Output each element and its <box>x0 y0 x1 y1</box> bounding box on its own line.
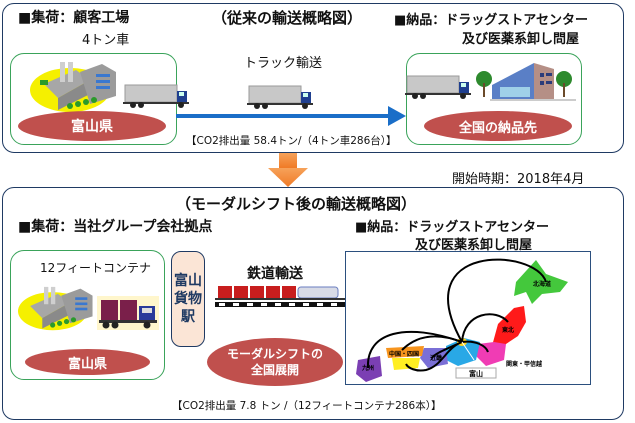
hub-label: 富山 <box>469 369 483 378</box>
region-label-kyushu: 九州 <box>361 364 374 372</box>
region-hokkaido <box>514 260 568 304</box>
before-delivery-label-line1: ■納品：ドラッグストアセンター <box>394 13 589 28</box>
truck-icon <box>123 84 189 108</box>
rollout-oval: モーダルシフトの 全国展開 <box>207 338 343 386</box>
before-origin-oval: 富山県 <box>18 111 166 141</box>
container-truck-icon <box>97 296 159 330</box>
arrow-right-icon <box>176 106 406 126</box>
truck-icon <box>247 85 313 109</box>
before-co2-note: 【CO2排出量 58.4トン/（4トン車286台）】 <box>186 135 397 147</box>
japan-map-graphic: 北海道 東北 関東・甲信越 近畿 中国・四国 九州 富山 <box>356 258 568 382</box>
rollout-label-line1: モーダルシフトの <box>226 347 323 361</box>
warehouse-building-icon <box>476 63 576 101</box>
freight-train-icon <box>215 286 345 307</box>
after-origin-oval: 富山県 <box>25 349 150 375</box>
region-kinki <box>420 348 448 368</box>
arrow-down-icon <box>268 153 308 187</box>
after-container-label: 12フィートコンテナ <box>40 261 152 275</box>
factory-icon <box>18 286 93 331</box>
after-delivery-label-line1: ■納品：ドラッグストアセンター <box>355 220 550 235</box>
after-delivery-label-line2: 及び医薬系卸し問屋 <box>415 238 533 253</box>
region-label-hokkaido: 北海道 <box>533 280 551 288</box>
region-chugoku <box>386 346 424 358</box>
before-pickup-label: ■集荷：顧客工場 <box>18 10 130 26</box>
before-origin-label: 富山県 <box>71 119 113 135</box>
region-tohoku <box>492 306 526 346</box>
region-label-kinki: 近畿 <box>430 354 442 362</box>
before-transport-label: トラック輸送 <box>244 56 323 71</box>
after-title: （モーダルシフト後の輸送概略図） <box>176 195 417 213</box>
after-transport-label: 鉄道輸送 <box>247 266 303 282</box>
rollout-label-line2: 全国展開 <box>250 363 299 377</box>
before-destination-oval: 全国の納品先 <box>424 111 572 141</box>
hub-label-box <box>455 367 497 379</box>
factory-icon <box>30 62 116 112</box>
before-vehicle-label: 4トン車 <box>82 33 130 48</box>
region-kanto <box>476 342 506 366</box>
start-date: 開始時期：2018年4月 <box>452 172 585 187</box>
region-label-tohoku: 東北 <box>502 326 514 334</box>
before-delivery-label-line2: 及び医薬系卸し問屋 <box>462 32 580 47</box>
before-destination-label: 全国の納品先 <box>458 120 537 136</box>
after-co2-note: 【CO2排出量 7.8 トン /（12フィートコンテナ286本）】 <box>172 400 442 412</box>
station-label-line1: 富山 <box>174 273 202 289</box>
region-label-chugoku: 中国・四国 <box>389 350 419 358</box>
toyama-freight-station: 富山 貨物 駅 <box>171 251 205 347</box>
region-kyushu <box>356 356 382 382</box>
truck-icon <box>405 75 471 99</box>
after-origin-label: 富山県 <box>67 356 107 372</box>
station-label-line3: 駅 <box>181 309 195 325</box>
station-label-line2: 貨物 <box>174 291 202 307</box>
region-label-kanto: 関東・甲信越 <box>506 360 543 368</box>
before-title: （従来の輸送概略図） <box>212 9 363 27</box>
after-pickup-label: ■集荷：当社グループ会社拠点 <box>18 219 213 235</box>
